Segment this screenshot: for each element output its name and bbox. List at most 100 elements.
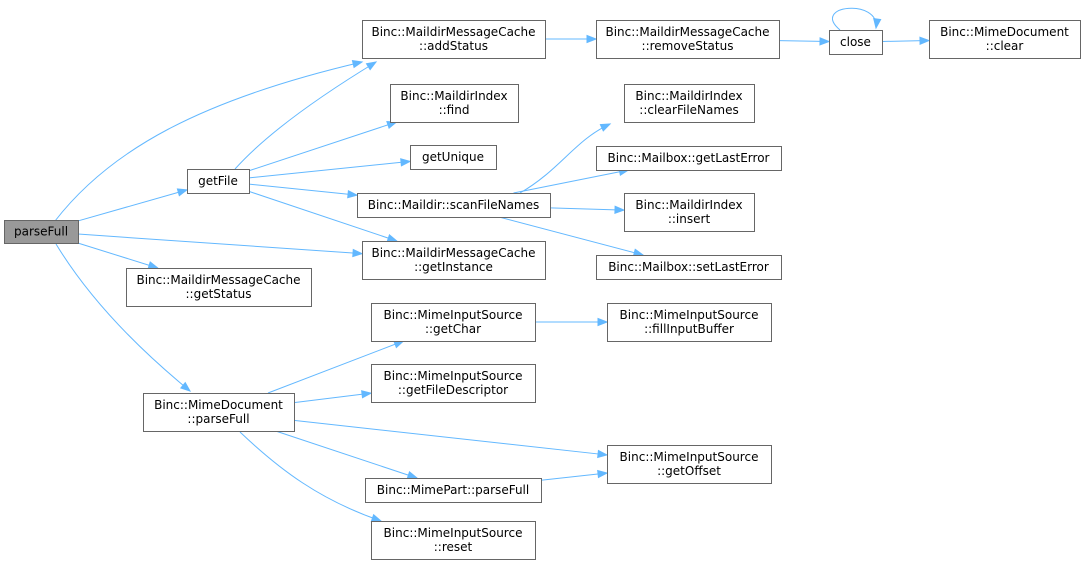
node-label: Binc::MaildirMessageCache [605,25,769,39]
node-label: getFile [198,174,238,188]
edge-parseFull-to-getStatus [77,242,160,270]
node-clearFileNames[interactable]: Binc::MaildirIndex::clearFileNames [624,84,755,123]
arrowhead [873,18,882,30]
node-box[interactable] [607,445,772,484]
node-box[interactable] [596,20,780,59]
node-getFile[interactable]: getFile [187,169,250,194]
node-box[interactable] [371,521,536,560]
edge-line [248,183,358,196]
edge-mdParseFull-to-getOffset [293,419,609,459]
node-getFileDescriptor[interactable]: Binc::MimeInputSource::getFileDescriptor [371,364,536,403]
node-box[interactable] [390,84,519,123]
edge-line [77,233,363,255]
edge-line [54,61,363,222]
node-label: ::addStatus [419,39,488,53]
node-mdClear[interactable]: Binc::MimeDocument::clear [929,20,1081,59]
edge-parseFull-to-getFile [77,188,189,222]
node-box[interactable] [624,84,755,123]
arrowhead [597,317,609,327]
node-box[interactable] [596,255,782,280]
edge-line [248,160,411,179]
edge-line [248,190,398,242]
edge-getFile-to-scanFileNames [248,183,359,199]
node-reset[interactable]: Binc::MimeInputSource::reset [371,521,536,560]
node-close[interactable]: close [829,30,883,55]
edge-close-to-close [832,7,882,31]
node-label: ::removeStatus [642,39,734,53]
node-getInstance[interactable]: Binc::MaildirMessageCache::getInstance [362,241,546,280]
node-getOffset[interactable]: Binc::MimeInputSource::getOffset [607,445,772,484]
node-label: Binc::MimeDocument [154,398,283,412]
node-getLastError[interactable]: Binc::Mailbox::getLastError [596,146,782,171]
edge-line [239,431,382,522]
node-parseFull[interactable]: parseFull [4,220,79,244]
node-fillInputBuffer[interactable]: Binc::MimeInputSource::fillInputBuffer [607,303,772,342]
node-scanFileNames[interactable]: Binc::Maildir::scanFileNames [357,193,551,218]
edge-addStatus-to-removeStatus [545,34,598,44]
node-label: ::getChar [425,322,481,336]
arrowhead [597,449,609,459]
arrowhead [586,34,598,44]
edge-line [234,61,377,170]
node-box[interactable] [362,241,546,280]
edge-parseFull-to-getInstance [77,233,364,258]
node-label: Binc::MimeInputSource [384,369,523,383]
node-label: Binc::Maildir::scanFileNames [368,198,540,212]
node-getChar[interactable]: Binc::MimeInputSource::getChar [371,303,536,342]
node-addStatus[interactable]: Binc::MaildirMessageCache::addStatus [362,20,546,59]
node-box[interactable] [596,146,782,171]
edge-parseFull-to-mdParseFull [55,243,192,392]
arrowhead [819,37,831,46]
node-label: ::clear [986,39,1024,53]
node-label: getUnique [422,150,484,164]
node-getUnique[interactable]: getUnique [410,145,497,170]
node-box[interactable] [829,30,883,55]
arrowhead [406,470,419,480]
node-find[interactable]: Binc::MaildirIndex::find [390,84,519,123]
edge-line [540,472,608,481]
node-label: Binc::MaildirMessageCache [371,25,535,39]
node-label: ::parseFull [187,412,249,426]
arrowhead [370,513,383,522]
node-label: Binc::MaildirMessageCache [371,246,535,260]
node-box[interactable] [126,268,312,307]
node-label: Binc::Mailbox::setLastError [608,260,769,274]
node-box[interactable] [143,393,295,432]
node-mpParseFull[interactable]: Binc::MimePart::parseFull [365,478,542,503]
edge-line [55,243,191,392]
node-label: ::getStatus [185,287,251,301]
node-removeStatus[interactable]: Binc::MaildirMessageCache::removeStatus [596,20,780,59]
node-mdParseFull[interactable]: Binc::MimeDocument::parseFull [143,393,295,432]
node-label: Binc::MaildirIndex [635,89,742,103]
node-box[interactable] [371,364,536,403]
node-box[interactable] [624,193,755,232]
node-box[interactable] [4,220,79,244]
edge-getFile-to-find [248,120,398,172]
node-insert[interactable]: Binc::MaildirIndex::insert [624,193,755,232]
node-label: Binc::MaildirMessageCache [136,273,300,287]
arrowhead [365,61,378,71]
arrowhead [147,261,160,270]
edge-line [77,242,158,269]
node-label: Binc::MimeInputSource [384,308,523,322]
arrowhead [361,390,373,399]
node-getStatus[interactable]: Binc::MaildirMessageCache::getStatus [126,268,312,307]
node-label: Binc::MimeInputSource [620,308,759,322]
node-box[interactable] [607,303,772,342]
node-box[interactable] [410,145,497,170]
edge-removeStatus-to-close [778,37,831,46]
node-box[interactable] [187,169,250,194]
node-setLastError[interactable]: Binc::Mailbox::setLastError [596,255,782,280]
node-box[interactable] [357,193,551,218]
arrowhead [400,158,412,167]
arrowhead [597,469,609,479]
node-box[interactable] [365,478,542,503]
node-box[interactable] [371,303,536,342]
node-label: ::getFileDescriptor [398,383,508,397]
node-label: parseFull [14,225,68,239]
node-label: ::fillInputBuffer [644,322,734,336]
node-box[interactable] [362,20,546,59]
node-label: Binc::MaildirIndex [635,198,742,212]
edge-scanFileNames-to-clearFileNames [519,123,612,194]
node-box[interactable] [929,20,1081,59]
